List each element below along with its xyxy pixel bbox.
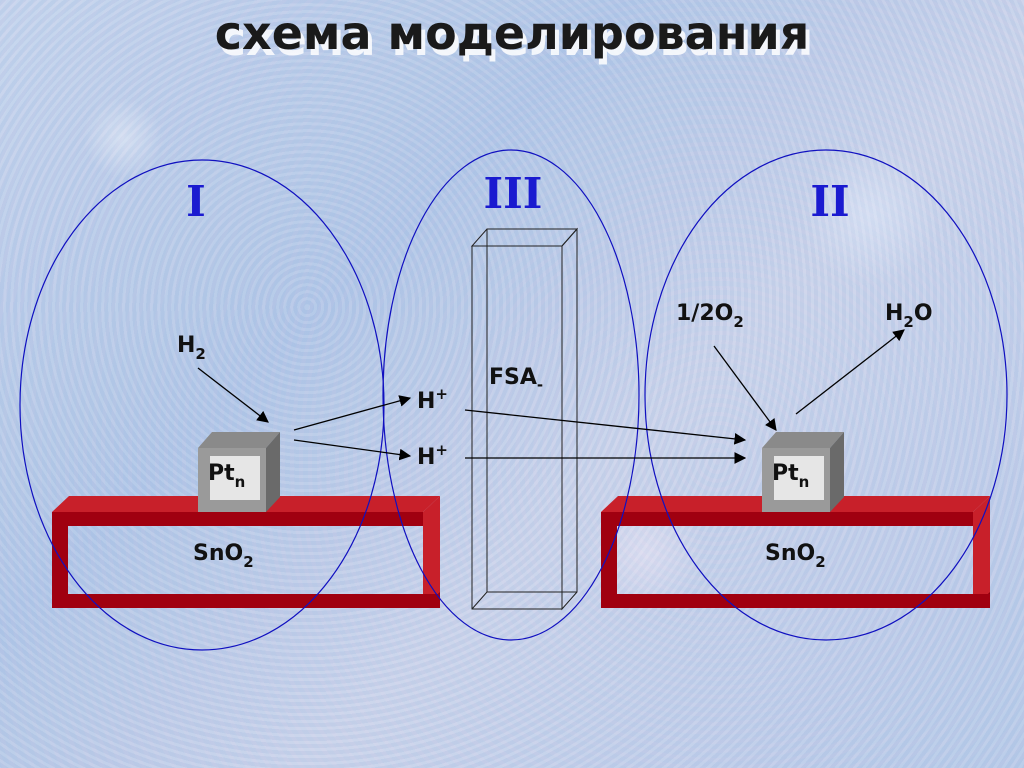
region-label-right: II bbox=[810, 177, 849, 226]
arrow-pt-to-proton-2 bbox=[293, 439, 412, 461]
region-label-left: I bbox=[186, 177, 206, 226]
left-support-main: SnO bbox=[193, 541, 243, 566]
water-sub: 2 bbox=[903, 313, 913, 331]
h2-input-main: H bbox=[177, 333, 195, 358]
right-catalyst-main: Pt bbox=[772, 461, 799, 486]
label-water: H2O bbox=[885, 301, 933, 331]
arrow-h2-to-pt bbox=[197, 367, 269, 423]
membrane-sub: - bbox=[537, 376, 543, 394]
label-proton-1: H+ bbox=[417, 385, 448, 414]
label-h2-input: H2 bbox=[177, 333, 206, 363]
label-right-catalyst: Ptn bbox=[772, 461, 809, 491]
right-catalyst-cube bbox=[762, 432, 844, 512]
label-membrane: FSA- bbox=[489, 365, 543, 394]
proton-1-main: H bbox=[417, 389, 435, 414]
right-support-frame bbox=[601, 496, 990, 608]
region-ellipse-right bbox=[644, 149, 1008, 641]
label-proton-2: H+ bbox=[417, 441, 448, 470]
right-catalyst-sub: n bbox=[799, 473, 810, 491]
left-catalyst-sub: n bbox=[235, 473, 246, 491]
proton-1-sup: + bbox=[435, 385, 448, 403]
oxygen-sub: 2 bbox=[733, 313, 743, 331]
page-title-shadow: схема моделирования bbox=[218, 12, 814, 66]
region-ellipse-middle bbox=[382, 149, 640, 641]
left-catalyst-cube bbox=[198, 432, 280, 512]
water-tail: O bbox=[914, 301, 933, 326]
left-support-sub: 2 bbox=[243, 553, 253, 571]
label-left-catalyst: Ptn bbox=[208, 461, 245, 491]
proton-2-sup: + bbox=[435, 441, 448, 459]
label-oxygen: 1/2O2 bbox=[676, 301, 744, 331]
left-catalyst-main: Pt bbox=[208, 461, 235, 486]
right-support-main: SnO bbox=[765, 541, 815, 566]
proton-2-main: H bbox=[417, 445, 435, 470]
arrow-pt-to-water bbox=[795, 329, 905, 415]
membrane-prism bbox=[470, 227, 579, 611]
label-right-support: SnO2 bbox=[765, 541, 826, 571]
water-main: H bbox=[885, 301, 903, 326]
page-title: схема моделирования bbox=[214, 6, 810, 60]
arrow-pt-to-proton-1 bbox=[293, 395, 412, 431]
right-support-sub: 2 bbox=[815, 553, 825, 571]
arrow-proton-1-to-cathode bbox=[464, 409, 747, 445]
membrane-main: FSA bbox=[489, 365, 537, 390]
h2-input-sub: 2 bbox=[195, 345, 205, 363]
label-left-support: SnO2 bbox=[193, 541, 254, 571]
left-support-frame bbox=[52, 496, 440, 608]
arrow-oxygen-to-pt bbox=[713, 345, 777, 431]
oxygen-main: 1/2O bbox=[676, 301, 733, 326]
region-label-middle: III bbox=[484, 169, 543, 218]
